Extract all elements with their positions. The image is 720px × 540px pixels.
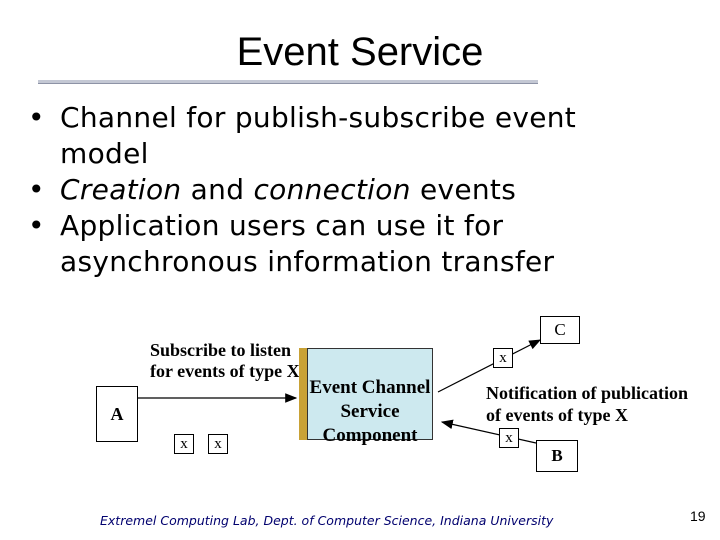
x-box-left-2: x [208,434,228,454]
subscribe-label: Subscribe to listen for events of type X [150,340,300,381]
bullet-text-1: Channel for publish-subscribe event mode… [60,101,577,170]
x-box-top-right: x [493,348,513,368]
channel-label-line-1: Event Channel [309,377,431,398]
node-a: A [96,386,138,442]
notification-line-2: of events of type X [486,405,628,425]
bullet-list: Channel for publish-subscribe event mode… [28,100,668,280]
channel-label-line-3: Component [322,425,418,446]
bullet-item-3: Application users can use it for asynchr… [28,208,668,280]
x-box-bottom-right: x [499,428,519,448]
node-c: C [540,316,580,344]
bullet-text-2-end: events [410,173,517,206]
node-b: B [536,440,578,472]
arrow-b-to-channel [440,419,537,444]
bullet-item-2: Creation and connection events [28,172,668,208]
arrow-channel-to-c [437,339,542,393]
bullet-em-creation: Creation [60,173,182,206]
slide-title: Event Service [236,30,484,74]
notification-line-1: Notification of publication [486,383,689,403]
footer-credit: Extremel Computing Lab, Dept. of Compute… [100,513,554,528]
x-box-left-1: x [174,434,194,454]
event-channel-box: Event Channel Service Component [307,348,433,446]
bullet-text-3: Application users can use it for asynchr… [60,209,555,278]
page-number: 19 [690,508,706,524]
bullet-em-connection: connection [253,173,411,206]
title-underline [38,80,538,84]
bullet-text-2-mid: and [181,173,254,206]
notification-label: Notification of publication of events of… [486,382,720,426]
channel-label-line-2: Service [340,401,400,422]
bullet-item-1: Channel for publish-subscribe event mode… [28,100,668,172]
